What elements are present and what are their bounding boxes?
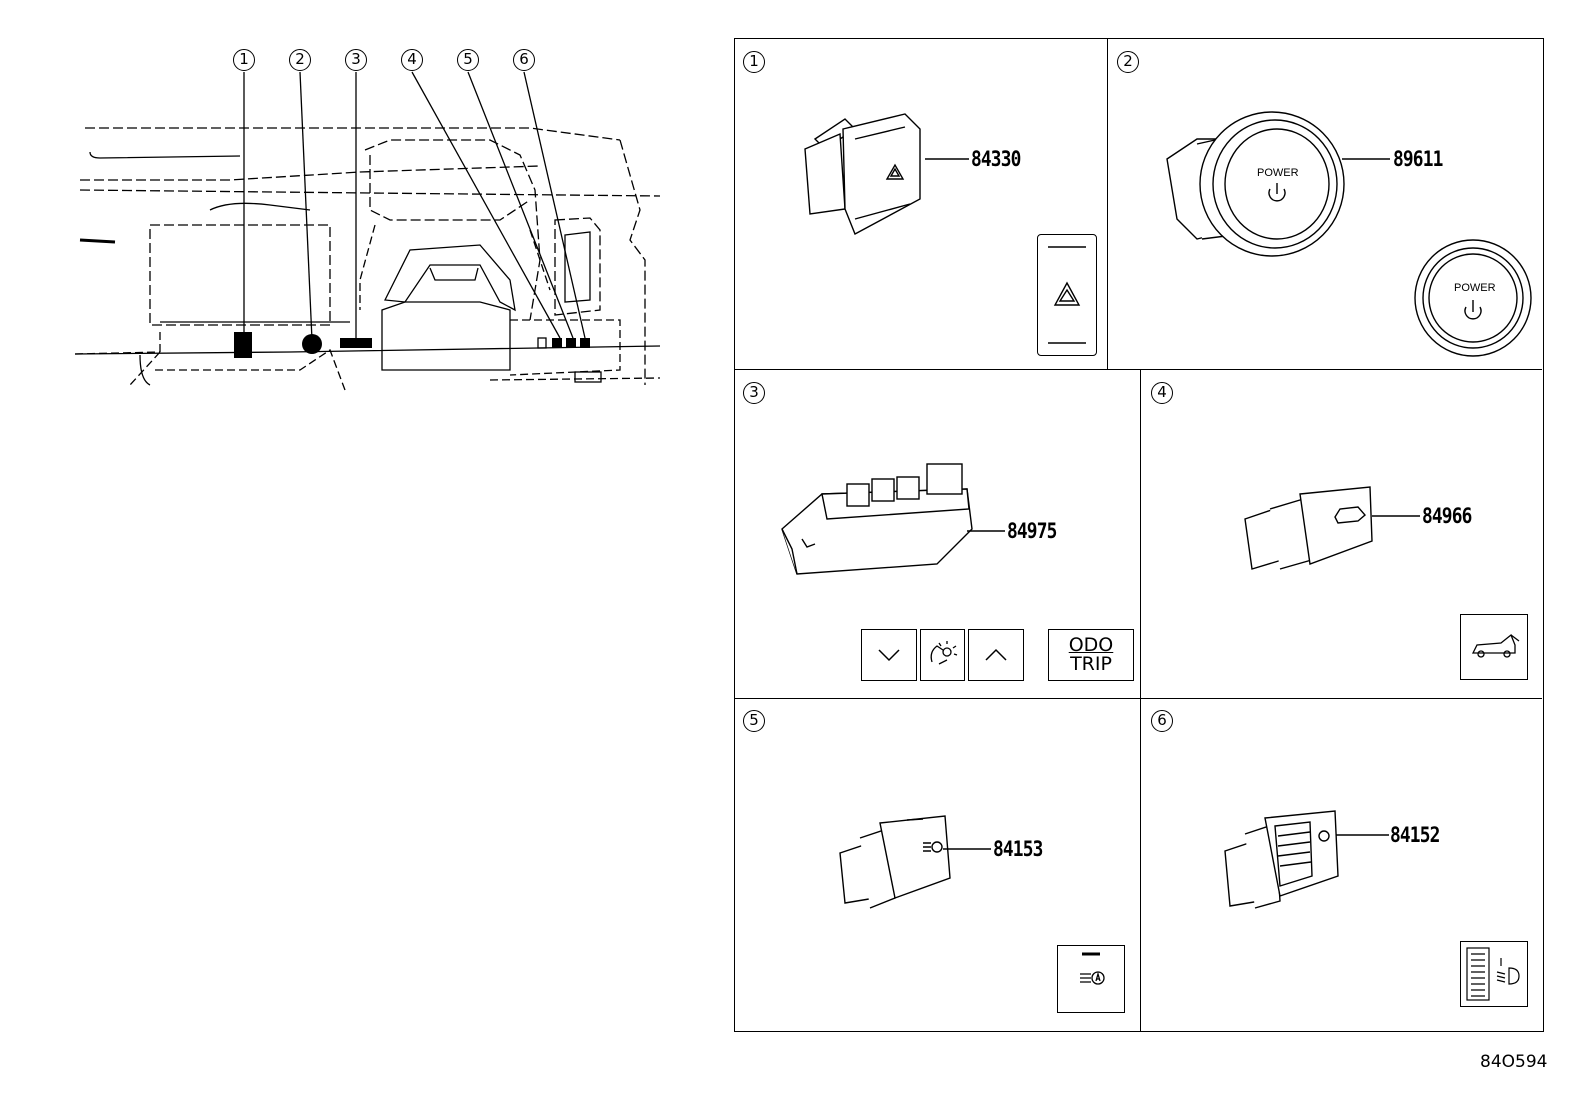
overview-callout-2: 2 [289, 49, 311, 71]
hazard-switch-drawing [804, 113, 921, 235]
panel-2-callout: 2 [1117, 51, 1139, 73]
chevron-up-icon [985, 648, 1007, 661]
headlamp-leveling-switch-drawing [1224, 810, 1339, 909]
panel-2: 2 POWER 89611 [1107, 39, 1542, 369]
headlamp-leveling-icon [1466, 947, 1520, 1001]
panel-1-callout: 1 [743, 51, 765, 73]
panel-4-callout: 4 [1151, 382, 1173, 404]
dashboard-overview-drawing [74, 71, 661, 391]
odo-label: ODO [1068, 634, 1114, 656]
drawing-reference-code: 84O594 [1480, 1052, 1548, 1072]
part-number-84153: 84153 [993, 837, 1043, 861]
marker-part-3 [340, 338, 372, 348]
overview-callout-6: 6 [513, 49, 535, 71]
meter-control-switch-drawing [781, 463, 973, 575]
panel-6-callout: 6 [1151, 710, 1173, 732]
power-icon-label: POWER [1454, 282, 1496, 294]
part-number-89611: 89611 [1393, 147, 1443, 171]
overview-callout-3: 3 [345, 49, 367, 71]
panel-4: 4 84966 [1140, 369, 1542, 698]
overview-callout-4: 4 [401, 49, 423, 71]
illumination-icon [930, 641, 958, 665]
power-switch-label: POWER [1257, 167, 1299, 179]
marker-part-6 [580, 338, 590, 348]
part-number-84966: 84966 [1422, 504, 1472, 528]
marker-part-5 [566, 338, 576, 348]
parts-grid: 1 84330 2 [734, 38, 1544, 1032]
marker-part-2 [302, 334, 322, 354]
panel-3: 3 84975 [735, 369, 1140, 698]
back-door-switch-drawing [1244, 486, 1373, 570]
part-number-84330: 84330 [971, 147, 1021, 171]
panel-5: 5 84153 [735, 698, 1140, 1031]
power-button-icon: POWER [1414, 239, 1532, 357]
overview-callout-1: 1 [233, 49, 255, 71]
back-door-icon [1471, 633, 1520, 658]
power-switch-drawing: POWER [1166, 111, 1345, 257]
odo-trip-button-icon-box: ODO TRIP [1048, 629, 1134, 681]
auto-high-beam-switch-drawing [839, 815, 951, 909]
overview-callout-5: 5 [457, 49, 479, 71]
panel-1: 1 84330 [735, 39, 1107, 369]
panel-5-callout: 5 [743, 710, 765, 732]
part-number-84975: 84975 [1007, 519, 1057, 543]
hazard-icon [1048, 246, 1086, 344]
part-number-84152: 84152 [1390, 823, 1440, 847]
hazard-icon-box [1037, 234, 1097, 356]
headlamp-leveling-icon-box [1460, 941, 1528, 1007]
auto-high-beam-icon [1080, 952, 1105, 985]
marker-part-1 [234, 332, 252, 358]
down-button-icon-box [861, 629, 917, 681]
trip-label: TRIP [1070, 653, 1112, 675]
back-door-icon-box [1460, 614, 1528, 680]
panel-3-callout: 3 [743, 382, 765, 404]
marker-part-4 [552, 338, 562, 348]
illumination-button-icon-box [920, 629, 965, 681]
auto-high-beam-icon-box [1057, 945, 1125, 1013]
panel-6: 6 84152 [1140, 698, 1542, 1031]
chevron-down-icon [878, 649, 900, 662]
up-button-icon-box [968, 629, 1024, 681]
